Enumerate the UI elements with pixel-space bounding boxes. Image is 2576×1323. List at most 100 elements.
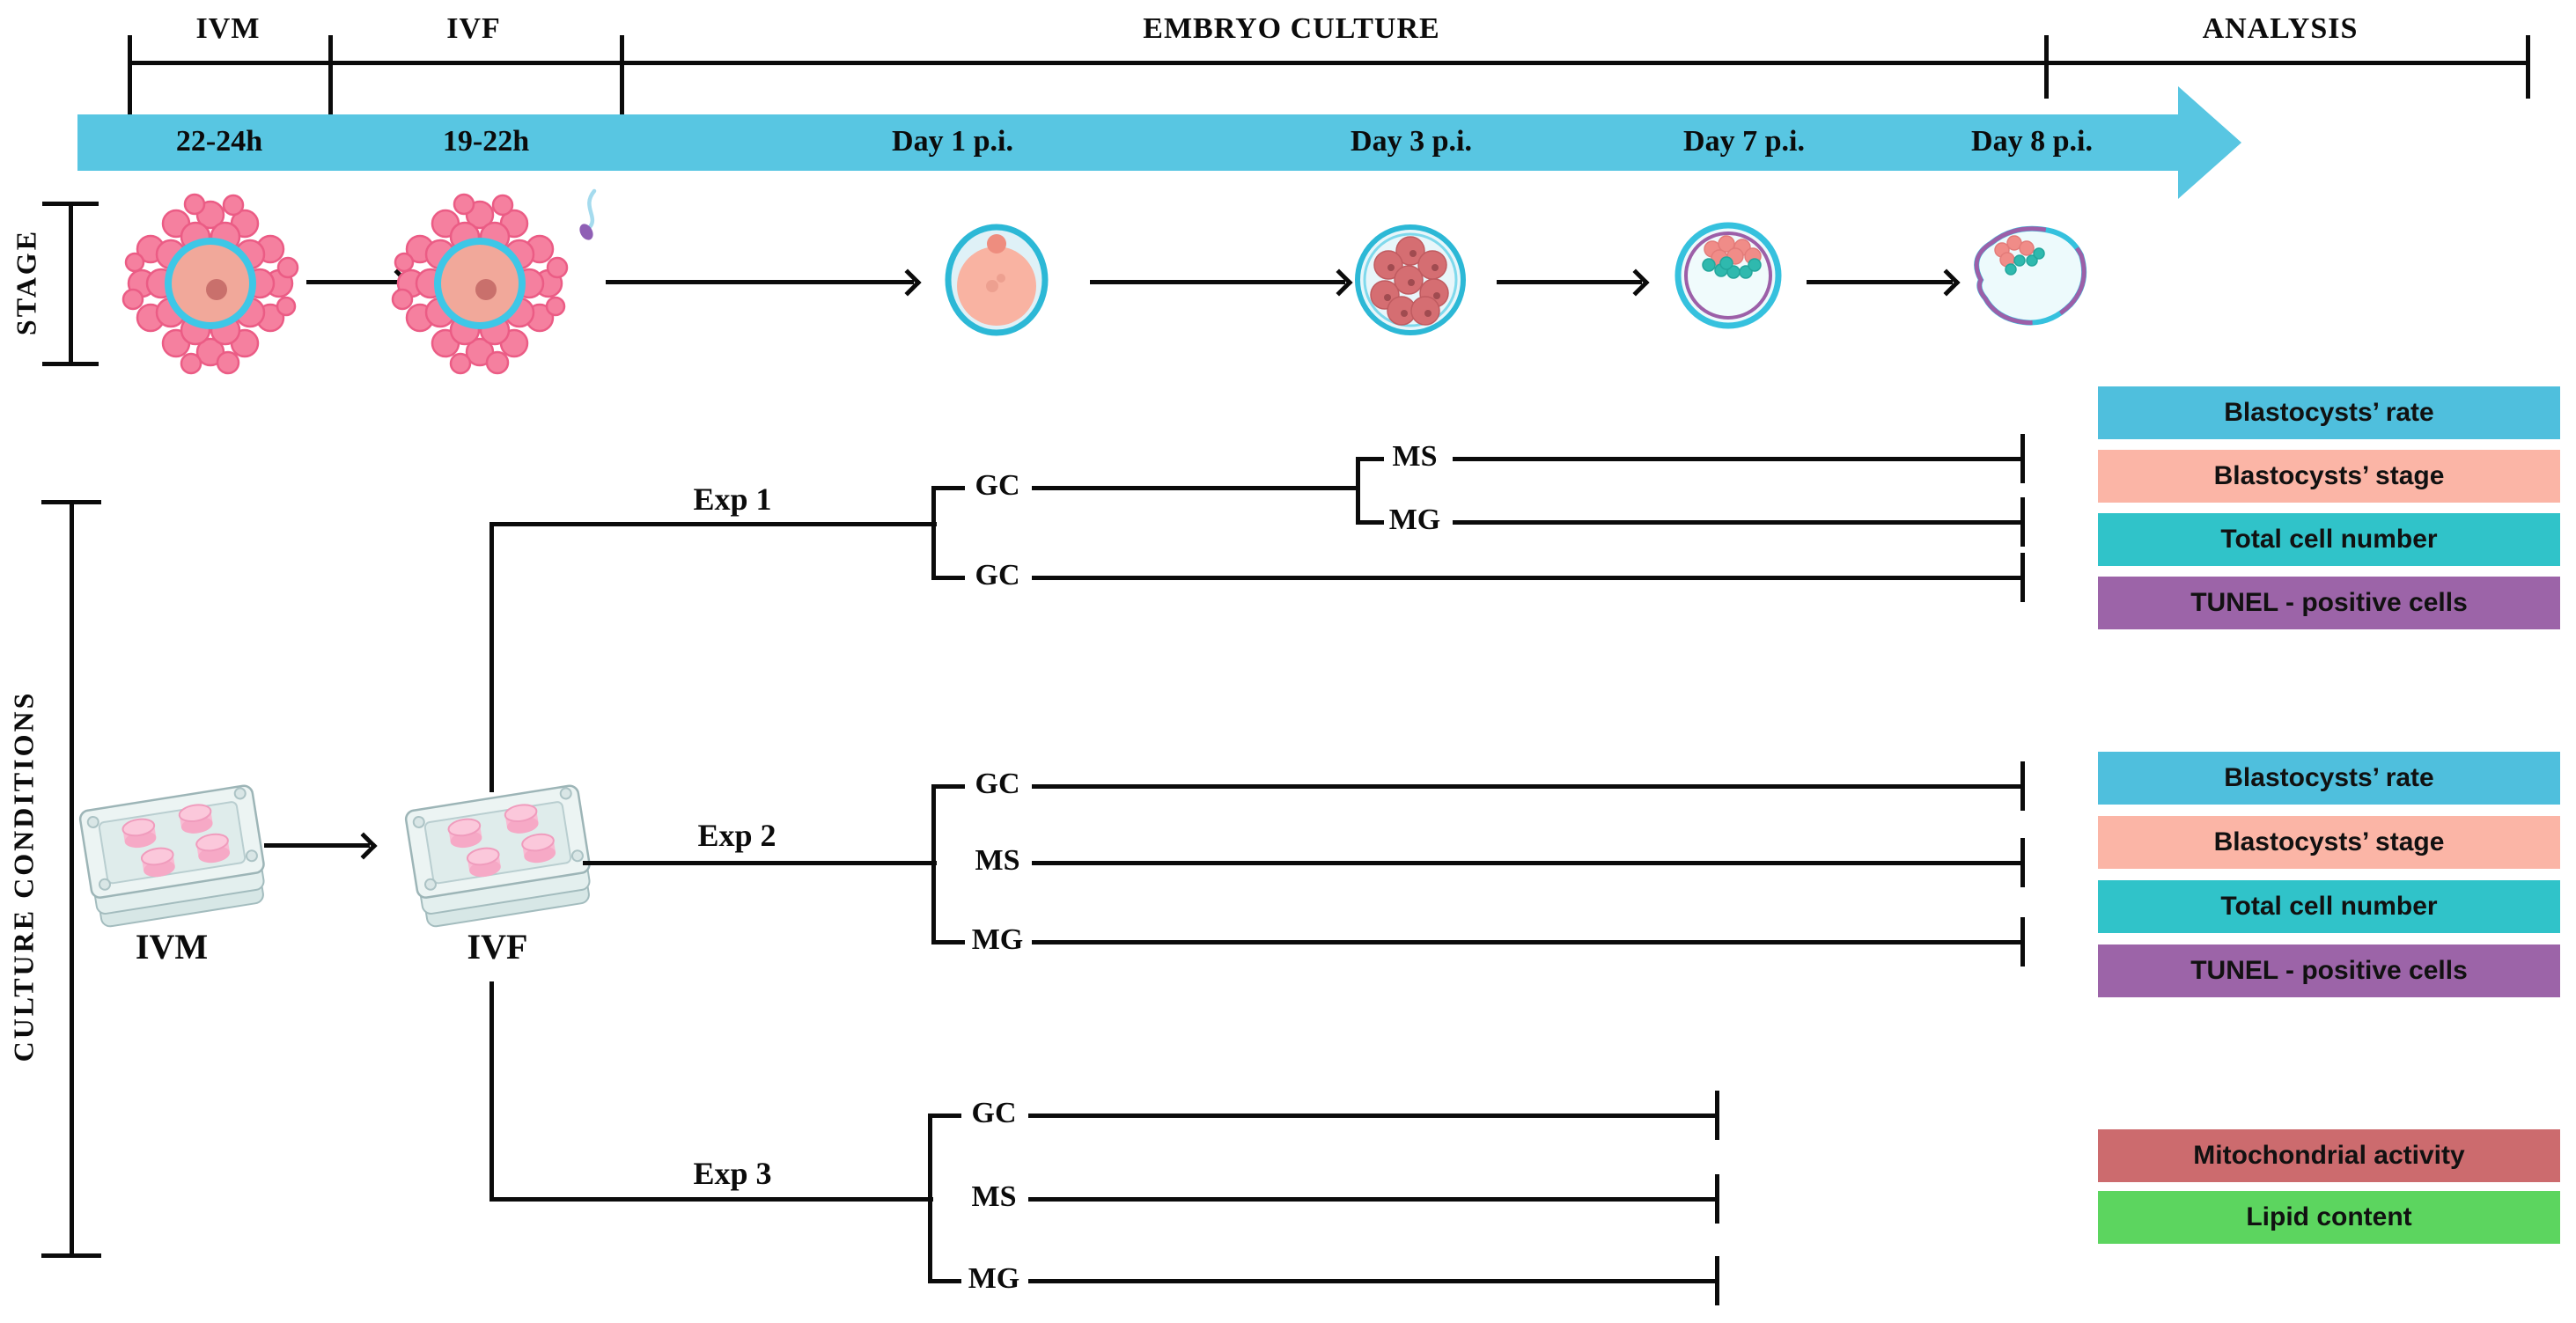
exp2-ms-endpoint: [2020, 838, 2025, 887]
cumulus-oocyte-complex-icon: [121, 193, 299, 375]
legend-total-cell-number: Total cell number: [2098, 880, 2560, 933]
phase-label-ivf: IVF: [446, 12, 501, 45]
ruler-tick: [620, 35, 624, 114]
exp1-label: Exp 1: [693, 481, 772, 517]
stage-arrow-icon: [1807, 268, 1961, 297]
stage-arrow-icon: [606, 268, 922, 297]
stage-arrow-icon: [306, 268, 411, 297]
hatched-blastocyst-day8-icon: [1974, 225, 2087, 326]
plate-arrow-icon: [264, 832, 378, 860]
ruler-tick: [2526, 35, 2530, 99]
exp2-bracket: [931, 784, 936, 944]
phase-label-analysis: ANALYSIS: [2202, 12, 2359, 45]
stage-bracket-cap: [42, 362, 99, 366]
exp1-ms-endpoint: [2020, 434, 2025, 483]
timeline-label-day8: Day 8 p.i.: [1971, 125, 2093, 158]
morula-day3-icon: [1355, 224, 1466, 335]
legend-tunel-positive-cells: TUNEL - positive cells: [2098, 577, 2560, 629]
exp3-stub: [928, 1114, 961, 1118]
legend-lipid-content: Lipid content: [2098, 1191, 2560, 1244]
exp2-stub: [931, 940, 965, 944]
exp1-mg-line: [1453, 520, 2020, 525]
exp3-mg-label: MG: [968, 1262, 1020, 1295]
exp1-sub-stub: [1356, 457, 1384, 461]
timeline-label-22-24h: 22-24h: [175, 125, 263, 158]
exp1-sub-bracket: [1356, 457, 1360, 525]
cumulus-oocyte-complex-with-sperm-icon: [391, 193, 569, 375]
exp1-stub: [931, 576, 965, 580]
ruler-tick: [328, 35, 333, 114]
ivm-well-plate-icon: [77, 783, 271, 930]
exp2-ms-line: [1032, 861, 2020, 865]
sperm-icon: [579, 188, 597, 240]
stage-arrow-icon: [1090, 268, 1353, 297]
exp2-mg-line: [1032, 940, 2020, 944]
exp3-line: [489, 1197, 933, 1202]
legend-total-cell-number: Total cell number: [2098, 513, 2560, 566]
exp1-connector: [489, 522, 494, 792]
exp1-gc-bottom-endpoint: [2020, 553, 2025, 602]
legend-mitochondrial-activity: Mitochondrial activity: [2098, 1129, 2560, 1182]
stage-arrow-icon: [1497, 268, 1650, 297]
exp2-mg-endpoint: [2020, 917, 2025, 967]
exp1-bracket: [931, 486, 936, 580]
timeline-label-19-22h: 19-22h: [442, 125, 530, 158]
stage-bracket: [69, 203, 73, 366]
ruler-tick: [2044, 35, 2049, 99]
culture-bracket-cap: [41, 500, 101, 504]
phase-label-embryo-culture: EMBRYO CULTURE: [1143, 12, 1440, 45]
legend-tunel-positive-cells: TUNEL - positive cells: [2098, 944, 2560, 997]
exp2-ms-label: MS: [975, 844, 1020, 877]
exp3-bracket: [928, 1114, 932, 1283]
stage-axis-label: STAGE: [10, 228, 42, 336]
timeline-label-day7: Day 7 p.i.: [1683, 125, 1805, 158]
ruler-line: [128, 61, 2530, 65]
exp1-ms-line: [1453, 457, 2020, 461]
blastocyst-day7-icon: [1674, 222, 1782, 329]
exp2-stub: [931, 784, 965, 789]
exp2-gc-label: GC: [975, 768, 1020, 800]
exp2-gc-endpoint: [2020, 761, 2025, 811]
exp1-ms-label: MS: [1392, 440, 1438, 473]
legend-blastocysts-stage: Blastocysts’ stage: [2098, 450, 2560, 503]
exp1-line: [489, 522, 937, 526]
exp3-gc-label: GC: [971, 1097, 1017, 1129]
exp1-sub-stub: [1356, 520, 1384, 525]
exp1-gc-top-label: GC: [975, 469, 1020, 502]
culture-bracket: [70, 502, 74, 1256]
exp1-gc-bottom-label: GC: [975, 559, 1020, 592]
ivf-well-plate-icon: [403, 783, 597, 930]
exp2-label: Exp 2: [697, 818, 776, 853]
exp3-mg-endpoint: [1715, 1256, 1719, 1305]
timeline-label-day1: Day 1 p.i.: [892, 125, 1013, 158]
exp1-stub: [931, 486, 965, 490]
exp3-connector: [489, 981, 494, 1202]
legend-blastocysts-stage: Blastocysts’ stage: [2098, 816, 2560, 869]
ruler-tick: [128, 35, 132, 114]
timeline-arrowhead: [2178, 86, 2241, 199]
exp2-gc-line: [1032, 784, 2020, 789]
timeline-arrow-bar: [77, 114, 2180, 171]
exp3-gc-endpoint: [1715, 1091, 1719, 1140]
exp3-mg-line: [1028, 1279, 1715, 1283]
exp2-mg-label: MG: [971, 923, 1024, 956]
exp3-ms-endpoint: [1715, 1174, 1719, 1224]
exp3-label: Exp 3: [693, 1156, 772, 1191]
exp3-ms-label: MS: [971, 1180, 1017, 1213]
culture-bracket-cap: [41, 1253, 101, 1258]
legend-blastocysts-rate: Blastocysts’ rate: [2098, 752, 2560, 805]
exp1-gc-bottom-line: [1032, 576, 2020, 580]
exp3-ms-line: [1028, 1197, 1715, 1202]
culture-conditions-axis-label: CULTURE CONDITIONS: [7, 690, 40, 1062]
timeline-label-day3: Day 3 p.i.: [1351, 125, 1472, 158]
stage-bracket-cap: [42, 202, 99, 206]
legend-blastocysts-rate: Blastocysts’ rate: [2098, 386, 2560, 439]
zygote-day1-icon: [945, 224, 1049, 336]
exp1-gc-top-line: [1032, 486, 1358, 490]
ivm-plate-label: IVM: [135, 927, 209, 967]
exp1-mg-endpoint: [2020, 497, 2025, 547]
exp3-stub: [928, 1279, 961, 1283]
ivf-plate-label: IVF: [467, 927, 528, 967]
exp1-mg-label: MG: [1388, 503, 1441, 536]
